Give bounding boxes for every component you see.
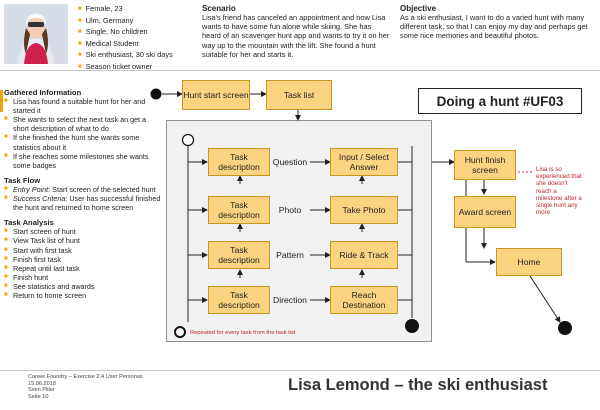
entry-point-label: Entry Point bbox=[13, 184, 49, 194]
footer-line: Career Foundry – Exercise 2.4 User Perso… bbox=[28, 374, 143, 380]
hunt-finish-box: Hunt finish screen bbox=[454, 150, 516, 180]
footer-meta: Career Foundry – Exercise 2.4 User Perso… bbox=[28, 374, 143, 400]
task-description-box: Task description bbox=[208, 148, 270, 176]
task-type-label: Pattern bbox=[276, 250, 304, 260]
repeat-note: Repeated for every task from the task li… bbox=[190, 330, 296, 336]
persona-fact: Female, 23 bbox=[78, 4, 198, 16]
taskflow-title: Task Flow bbox=[4, 175, 41, 185]
analysis-title: Task Analysis bbox=[4, 218, 54, 228]
task-list-box: Task list bbox=[266, 80, 332, 110]
task-description-box: Task description bbox=[208, 196, 270, 224]
persona-facts: Female, 23 Ulm, Germany Single, No child… bbox=[78, 4, 198, 74]
analysis-item: Finish first task bbox=[4, 255, 164, 264]
left-panel: Gathered Information Lisa has found a su… bbox=[4, 88, 164, 300]
success-criteria-text: : User has successful finished the hunt … bbox=[13, 194, 161, 213]
home-box: Home bbox=[496, 248, 562, 276]
accent-bar bbox=[0, 90, 3, 112]
objective-section: Objective As a ski enthusiast, I want to… bbox=[400, 4, 594, 41]
header-divider bbox=[0, 70, 600, 71]
task-type-label: Photo bbox=[278, 205, 302, 215]
footer-line: Sven Piller bbox=[28, 387, 55, 394]
analysis-item: Repeat until last task bbox=[4, 264, 164, 273]
success-criteria-label: Success Criteria bbox=[13, 194, 66, 204]
persona-photo bbox=[4, 4, 68, 64]
gathered-item: She wants to select the next task an get… bbox=[4, 115, 164, 133]
task-description-box: Task description bbox=[208, 286, 270, 314]
gathered-item: Lisa has found a suitable hunt for her a… bbox=[4, 97, 164, 115]
gathered-item: If she finished the hunt she wants some … bbox=[4, 133, 164, 151]
action-box: Ride & Track bbox=[330, 241, 398, 269]
entry-point: Entry Point: Start screen of the selecte… bbox=[4, 185, 164, 194]
task-type-label: Direction bbox=[273, 295, 307, 305]
gathered-item: If she reaches some milestones she wants… bbox=[4, 152, 164, 170]
objective-text: As a ski enthusiast, I want to do a vari… bbox=[400, 13, 588, 41]
analysis-item: Start with first task bbox=[4, 246, 164, 255]
persona-fact: Ulm, Germany bbox=[78, 16, 198, 28]
award-screen-box: Award screen bbox=[454, 196, 516, 228]
success-criteria: Success Criteria: User has successful fi… bbox=[4, 194, 164, 212]
entry-point-text: : Start screen of the selected hunt bbox=[48, 184, 156, 194]
task-description-box: Task description bbox=[208, 241, 270, 269]
flow-start-node bbox=[150, 88, 162, 100]
scenario-title: Scenario bbox=[202, 4, 236, 13]
hunt-start-box: Hunt start screen bbox=[182, 80, 250, 110]
analysis-item: Finish hunt bbox=[4, 273, 164, 282]
objective-title: Objective bbox=[400, 4, 437, 13]
scenario-text: Lisa's friend has canceled an appointmen… bbox=[202, 13, 390, 59]
loop-start-node bbox=[181, 133, 195, 147]
footer-title: Lisa Lemond – the ski enthusiast bbox=[288, 376, 548, 394]
action-box: Input / Select Answer bbox=[330, 148, 398, 176]
persona-fact: Single, No children bbox=[78, 27, 198, 39]
persona-fact: Ski enthusiast, 30 ski days bbox=[78, 50, 198, 62]
analysis-item: See statistics and awards bbox=[4, 282, 164, 291]
persona-fact: Season ticket owner bbox=[78, 62, 198, 74]
analysis-item: Return to home screen bbox=[4, 291, 164, 300]
gathered-title: Gathered Information bbox=[4, 88, 82, 97]
side-note: Lisa is so experienced that she doesn't … bbox=[536, 166, 582, 217]
action-box: Reach Destination bbox=[330, 286, 398, 314]
analysis-item: Start screen of hunt bbox=[4, 227, 164, 236]
loop-end-node bbox=[405, 319, 419, 333]
flow-title: Doing a hunt #UF03 bbox=[418, 88, 582, 114]
footer-line: 15.06.2018 bbox=[28, 380, 56, 387]
flow-end-node bbox=[558, 321, 572, 335]
action-box: Take Photo bbox=[330, 196, 398, 224]
analysis-item: View Task list of hunt bbox=[4, 236, 164, 245]
persona-fact: Medical Student bbox=[78, 39, 198, 51]
scenario-section: Scenario Lisa's friend has canceled an a… bbox=[202, 4, 390, 59]
footer-divider bbox=[0, 370, 600, 371]
footer-line: Seite 10 bbox=[28, 393, 49, 400]
task-type-label: Question bbox=[272, 157, 308, 167]
